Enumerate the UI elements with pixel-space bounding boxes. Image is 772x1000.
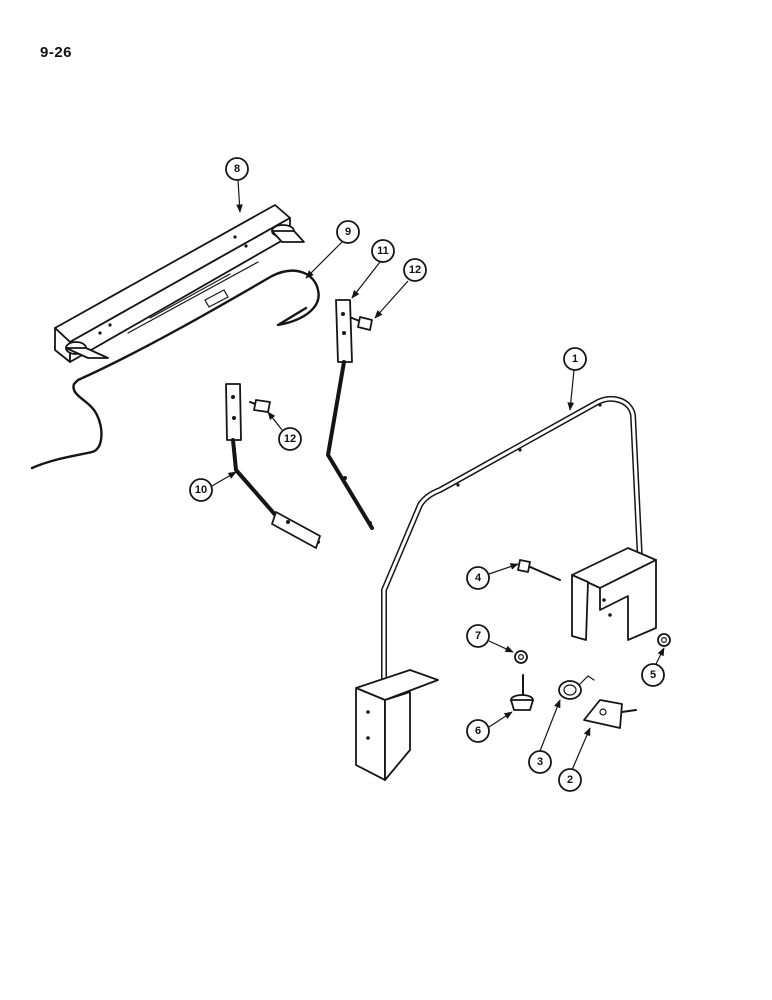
cam-part-2	[583, 699, 637, 729]
svg-text:12: 12	[409, 264, 421, 276]
svg-text:5: 5	[650, 669, 656, 681]
svg-text:4: 4	[475, 572, 482, 584]
callout-5: 5	[641, 647, 665, 687]
page-number: 9-26	[40, 44, 73, 61]
callout-3: 3	[528, 699, 561, 774]
bracket-lower-left	[355, 669, 439, 781]
nut-part-5	[657, 633, 671, 647]
stud-part-6	[510, 674, 534, 711]
main-rod-part-1	[381, 395, 643, 691]
bracket-upper-right	[571, 547, 657, 641]
callout-10: 10	[189, 471, 237, 502]
svg-text:10: 10	[195, 484, 207, 496]
svg-text:8: 8	[234, 163, 240, 175]
bolt-part-4	[517, 559, 561, 581]
rod-part-9	[30, 269, 320, 470]
svg-text:2: 2	[567, 774, 573, 786]
svg-text:12: 12	[284, 433, 296, 445]
link-arm-part-11	[326, 299, 374, 530]
mounting-plate-part-8	[54, 204, 305, 363]
callout-2: 2	[558, 727, 591, 792]
callout-4: 4	[466, 563, 519, 590]
svg-text:7: 7	[475, 630, 481, 642]
svg-text:9: 9	[345, 226, 351, 238]
svg-text:11: 11	[377, 245, 389, 257]
callout-6: 6	[466, 711, 513, 743]
bolt-part-12-lower	[249, 399, 271, 413]
callout-8: 8	[225, 157, 249, 213]
callout-1: 1	[563, 347, 587, 411]
nut-part-7	[514, 650, 528, 664]
callout-12-lower: 12	[267, 411, 302, 451]
callout-9: 9	[305, 220, 360, 279]
callout-12-upper: 12	[374, 258, 427, 319]
bolt-part-12-upper	[351, 316, 373, 331]
spring-part-3	[558, 675, 595, 700]
svg-text:3: 3	[537, 756, 543, 768]
svg-text:6: 6	[475, 725, 481, 737]
callout-11: 11	[351, 239, 395, 299]
svg-text:1: 1	[572, 353, 578, 365]
callout-7: 7	[466, 624, 514, 653]
link-arm-part-10	[225, 383, 321, 549]
